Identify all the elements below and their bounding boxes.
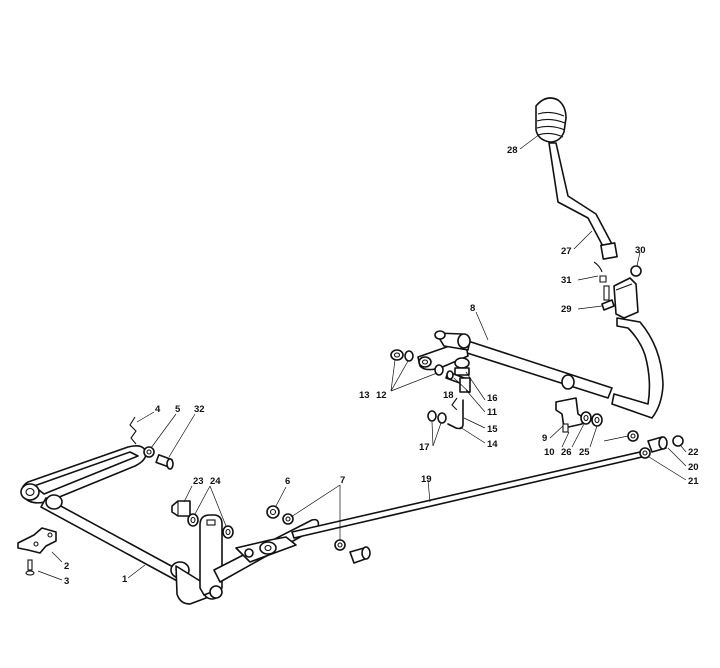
- callout-20: 20: [688, 462, 699, 473]
- washer-5: [143, 446, 155, 458]
- lift-bracket: [555, 397, 585, 433]
- callout-31: 31: [561, 275, 572, 286]
- nut-30: [630, 265, 642, 277]
- lift-plate: [199, 514, 320, 599]
- front-lift-arm: [20, 445, 147, 504]
- link-rod: [291, 451, 643, 539]
- bolt-7: [349, 546, 371, 564]
- callout-25: 25: [579, 447, 590, 458]
- spring-clip: [129, 416, 137, 445]
- washers-17: [427, 410, 447, 424]
- bracket-pin: [25, 559, 35, 576]
- pivot-pin: [155, 454, 174, 470]
- callout-19: 19: [421, 474, 432, 485]
- callout-11: 11: [487, 407, 498, 418]
- callout-10: 10: [544, 447, 555, 458]
- callout-32: 32: [194, 404, 205, 415]
- callout-7: 7: [340, 475, 345, 486]
- callout-4: 4: [155, 404, 161, 415]
- lever-bracket: [613, 277, 639, 319]
- clip-23: [171, 500, 191, 517]
- callout-6: 6: [285, 476, 290, 487]
- rear-lift-shaft: [417, 330, 613, 399]
- shaft-bracket: [17, 527, 57, 554]
- callout-12: 12: [376, 390, 387, 401]
- callout-26: 26: [561, 447, 572, 458]
- lift-lever: [611, 317, 664, 419]
- callout-5: 5: [175, 404, 181, 415]
- bushing-16: [454, 357, 470, 376]
- callout-21: 21: [688, 476, 699, 487]
- callout-24: 24: [210, 476, 221, 487]
- nut-13: [390, 349, 404, 361]
- callout-2: 2: [64, 561, 69, 572]
- callout-9: 9: [542, 433, 547, 444]
- callout-30: 30: [635, 245, 646, 256]
- callout-17: 17: [419, 442, 430, 453]
- callout-15: 15: [487, 424, 498, 435]
- callout-13: 13: [359, 390, 370, 401]
- spring-31: [593, 261, 607, 283]
- washer-12: [404, 350, 444, 376]
- nut-6: [266, 505, 280, 519]
- callout-23: 23: [193, 476, 204, 487]
- callout-labels: 1 2 3 4 5 6 7 8 9 10 11 12 13 14 15 16 1…: [64, 145, 699, 587]
- callout-14: 14: [487, 439, 498, 450]
- lift-shaft: [40, 494, 221, 605]
- spacer-11: [459, 377, 471, 393]
- lever-knob: [535, 97, 567, 143]
- nut-22: [672, 435, 684, 447]
- callout-8: 8: [470, 303, 475, 314]
- washer-right: [627, 430, 639, 442]
- spacer-20: [647, 436, 668, 453]
- washer-21: [639, 447, 651, 459]
- washers-25-26: [580, 411, 603, 427]
- leader-lines: [37, 133, 687, 581]
- callout-28: 28: [507, 145, 518, 156]
- callout-18: 18: [443, 390, 454, 401]
- bolt-29: [601, 285, 615, 311]
- callout-29: 29: [561, 304, 572, 315]
- hand-lever: [548, 142, 618, 260]
- callout-16: 16: [487, 393, 498, 404]
- callout-3: 3: [64, 576, 69, 587]
- callout-27: 27: [561, 246, 572, 257]
- callout-1: 1: [122, 574, 128, 585]
- washers-24: [187, 513, 234, 539]
- callout-22: 22: [688, 447, 699, 458]
